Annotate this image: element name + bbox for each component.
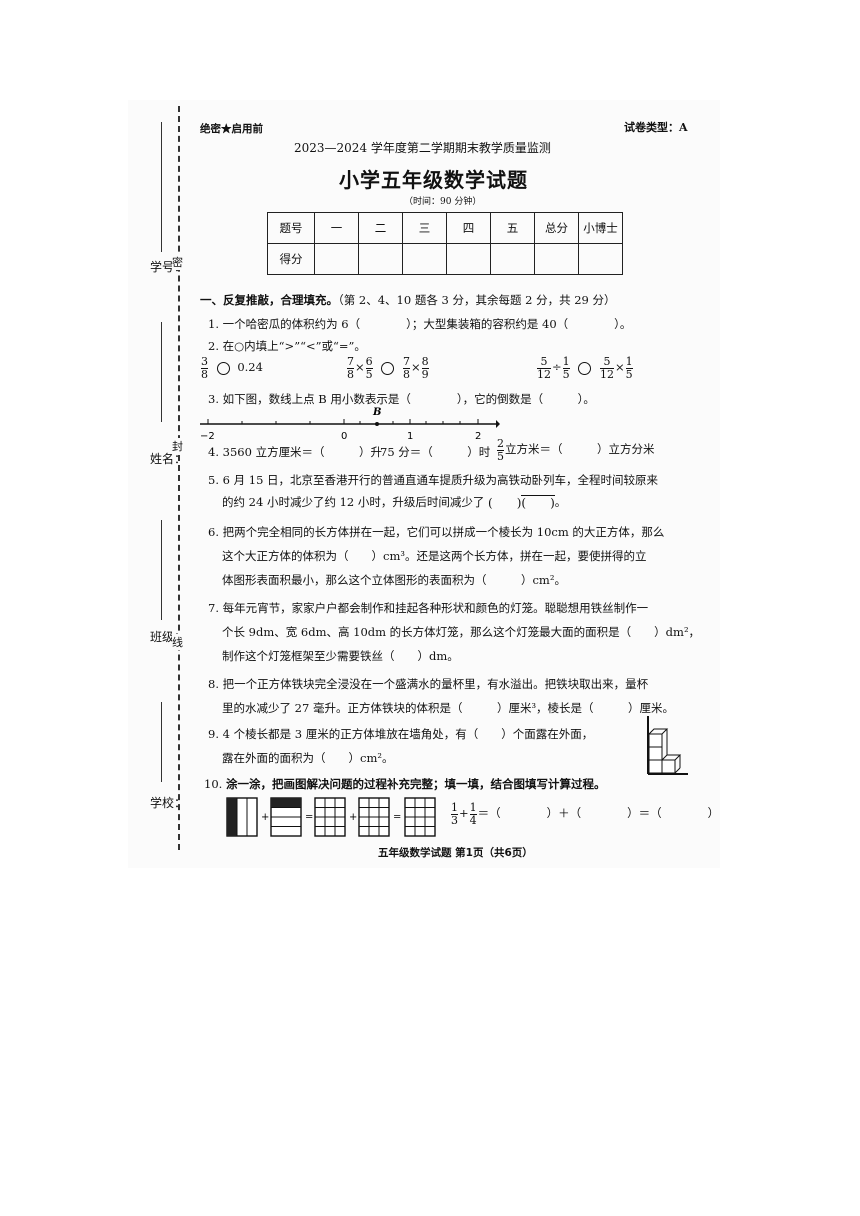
score-header-cell: 四 bbox=[446, 212, 491, 244]
score-cell bbox=[402, 243, 447, 275]
score-header-cell: 二 bbox=[358, 212, 403, 244]
fraction-diagram: + = + = bbox=[226, 797, 436, 837]
question-5-line-2: 的约 24 小时减少了约 12 小时，升级后时间减少了 ( )( )。 bbox=[222, 495, 567, 510]
compare-circle[interactable] bbox=[578, 361, 592, 375]
exam-sheet: 学号： 密 姓名： 封 班级： 线 学校： 绝密★启用前 试卷类型：A 2023… bbox=[128, 100, 720, 868]
point-b-label: B bbox=[372, 407, 381, 418]
question-4: 4. 3560 立方厘米＝（ ）升 bbox=[208, 445, 383, 459]
fold-mark: 封 bbox=[172, 438, 183, 454]
score-header-cell: 一 bbox=[314, 212, 359, 244]
question-7-line-2: 个长 9dm、宽 6dm、高 10dm 的长方体灯笼，那么这个灯笼最大面的面积是… bbox=[222, 625, 701, 639]
question-7: 7. 每年元宵节，家家户户都会制作和挂起各种形状和颜色的灯笼。聪聪想用铁丝制作一 bbox=[208, 601, 649, 615]
question-1: 1. 一个哈密瓜的体积约为 6（ ）；大型集装箱的容积约是 40（ ）。 bbox=[208, 317, 632, 331]
seal-mark: 密 bbox=[172, 254, 183, 270]
question-9-line-2: 露在外面的面积为（ ）cm²。 bbox=[222, 751, 394, 765]
cube-stack-figure bbox=[647, 716, 688, 775]
score-header-cell: 五 bbox=[490, 212, 535, 244]
section-1-heading: 一、反复推敲，合理填充。（第 2、4、10 题各 3 分，其余每题 2 分，共 … bbox=[200, 293, 616, 307]
score-cell bbox=[534, 243, 579, 275]
question-4-b: 75 分＝（ ）时 bbox=[380, 445, 491, 459]
grid-box[interactable] bbox=[314, 797, 346, 837]
tick-label: 1 bbox=[407, 431, 413, 442]
score-cell bbox=[358, 243, 403, 275]
score-header-cell: 总分 bbox=[534, 212, 579, 244]
score-header-cell: 三 bbox=[402, 212, 447, 244]
question-3: 3. 如下图，数线上点 B 用小数表示是（ ），它的倒数是（ ）。 bbox=[208, 392, 595, 406]
question-2: 2. 在○内填上“>”“<”或“=”。 bbox=[208, 339, 366, 353]
number-line: B −2 0 1 2 bbox=[200, 407, 500, 442]
question-8-line-2: 里的水减少了 27 毫升。正方体铁块的体积是（ ）厘米³，棱长是（ ）厘米。 bbox=[222, 701, 675, 715]
grid-box[interactable] bbox=[404, 797, 436, 837]
point-b bbox=[375, 422, 379, 426]
grid-box[interactable] bbox=[358, 797, 390, 837]
tick-label: −2 bbox=[200, 431, 215, 442]
tick-label: 0 bbox=[341, 431, 347, 442]
student-id-line bbox=[161, 122, 162, 252]
page-title: 小学五年级数学试题 bbox=[339, 168, 528, 192]
question-6-line-3: 体图形表面积最小，那么这个立体图形的表面积为（ ）cm²。 bbox=[222, 573, 566, 587]
score-cell bbox=[578, 243, 623, 275]
score-cell bbox=[490, 243, 535, 275]
equals-sign: = bbox=[393, 812, 401, 823]
score-header-cell: 题号 bbox=[267, 212, 315, 244]
class-line bbox=[161, 520, 162, 620]
score-cell bbox=[314, 243, 359, 275]
paper-type: 试卷类型：A bbox=[624, 121, 688, 134]
name-label: 姓名： bbox=[150, 452, 187, 466]
question-6-line-2: 这个大正方体的体积为（ ）cm³。还是这两个长方体，拼在一起，要使拼得的立 bbox=[222, 549, 647, 563]
question-8: 8. 把一个正方体铁块完全浸没在一个盛满水的量杯里，有水溢出。把铁块取出来，量杯 bbox=[208, 677, 649, 691]
binding-dashed-line bbox=[178, 106, 180, 850]
fraction-blank[interactable]: ( )( ) bbox=[488, 495, 555, 510]
exam-name: 2023—2024 学年度第二学期期末教学质量监测 bbox=[294, 141, 551, 155]
score-row-label: 得分 bbox=[267, 243, 315, 275]
question-6: 6. 把两个完全相同的长方体拼在一起，它们可以拼成一个棱长为 10cm 的大正方… bbox=[208, 525, 665, 539]
score-header-cell: 小博士 bbox=[578, 212, 623, 244]
equals-sign: = bbox=[305, 812, 313, 823]
line-mark: 线 bbox=[172, 634, 183, 650]
plus-sign: + bbox=[261, 812, 269, 823]
secret-label: 绝密★启用前 bbox=[200, 123, 263, 135]
school-label: 学校： bbox=[150, 796, 187, 810]
tick-label: 2 bbox=[475, 431, 481, 442]
name-line bbox=[161, 322, 162, 422]
question-10: 10. 涂一涂，把画图解决问题的过程补充完整；填一填，结合图填写计算过程。 bbox=[204, 777, 606, 791]
plus-sign: + bbox=[349, 812, 357, 823]
school-line bbox=[161, 702, 162, 782]
question-9: 9. 4 个棱长都是 3 厘米的正方体堆放在墙角处，有（ ）个面露在外面， bbox=[208, 727, 594, 741]
question-7-line-3: 制作这个灯笼框架至少需要铁丝（ ）dm。 bbox=[222, 649, 459, 663]
binding-margin: 学号： 密 姓名： 封 班级： 线 学校： bbox=[128, 100, 188, 868]
question-5: 5. 6 月 15 日，北京至香港开行的普通直通车提质升级为高铁动卧列车，全程时… bbox=[208, 473, 659, 487]
compare-circle[interactable] bbox=[381, 361, 395, 375]
exam-time: （时间：90 分钟） bbox=[404, 197, 482, 207]
compare-circle[interactable] bbox=[216, 361, 230, 375]
page-footer: 五年级数学试题 第1页（共6页） bbox=[378, 847, 533, 859]
score-table: 题号 一 二 三 四 五 总分 小博士 得分 bbox=[267, 212, 623, 275]
score-cell bbox=[446, 243, 491, 275]
